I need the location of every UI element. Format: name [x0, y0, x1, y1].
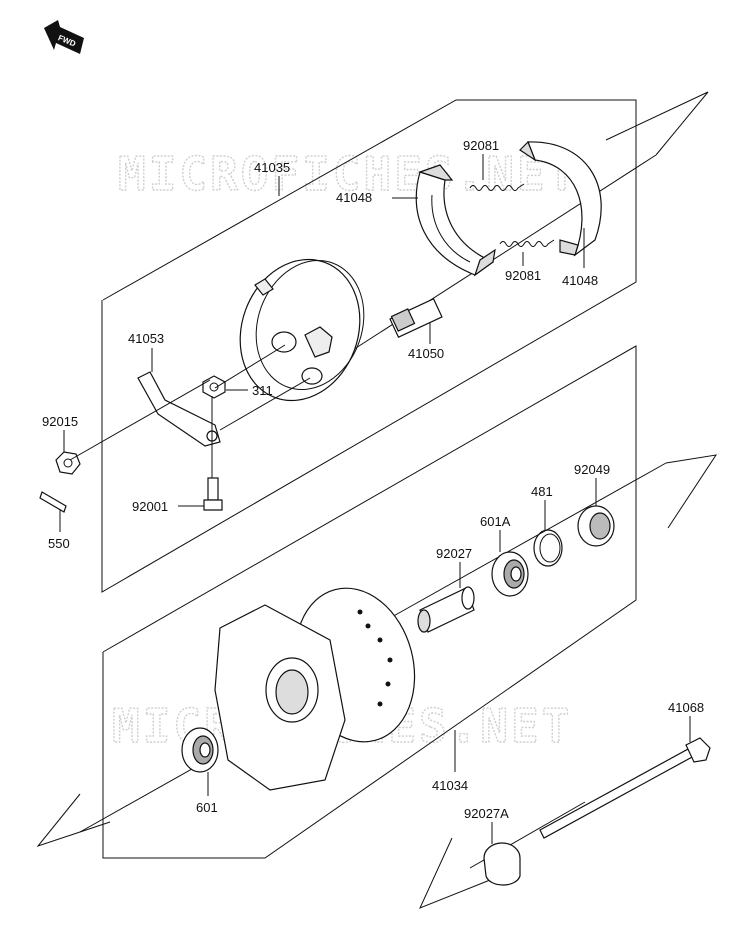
label-92027A: 92027A	[464, 806, 509, 821]
leader-nut-panel	[214, 344, 286, 389]
seal-92049	[577, 505, 615, 547]
label-601: 601	[196, 800, 218, 815]
collar-92027	[417, 586, 475, 633]
bolt-92001	[203, 477, 223, 511]
label-92027: 92027	[436, 546, 472, 561]
spring-top	[469, 183, 525, 191]
fwd-arrow-icon: FWD	[44, 20, 84, 54]
bearing-601	[181, 727, 219, 773]
label-311: 311	[252, 383, 273, 398]
bearing-601A	[491, 551, 529, 597]
nut-311	[202, 375, 226, 399]
label-41048-left: 41048	[336, 190, 372, 205]
label-92081-bottom: 92081	[505, 268, 541, 283]
brake-shoe-right	[519, 140, 602, 257]
brake-panel	[239, 258, 365, 402]
label-41050: 41050	[408, 346, 444, 361]
label-601A: 601A	[480, 514, 511, 529]
nut-92015	[55, 451, 81, 475]
label-92015: 92015	[42, 414, 78, 429]
label-41034: 41034	[432, 778, 468, 793]
axle-41068	[539, 737, 711, 839]
label-41048-right: 41048	[562, 273, 598, 288]
cotter-pin	[39, 491, 67, 513]
label-41053: 41053	[128, 331, 164, 346]
leader-axis-lever	[69, 379, 211, 461]
label-92081-top: 92081	[463, 138, 499, 153]
label-550: 550	[48, 536, 70, 551]
hub-assembly-frame	[102, 345, 637, 859]
brake-shoe-left	[415, 164, 496, 277]
collar-92027A	[483, 842, 521, 886]
label-41035: 41035	[254, 160, 290, 175]
spring-bottom	[499, 239, 555, 247]
circlip-481	[533, 529, 563, 567]
hub-axis-arrow-left	[36, 755, 216, 848]
wheel-hub	[214, 587, 416, 791]
watermark-top: MICROFICHES.NET	[118, 147, 578, 201]
leader-lever-panel	[219, 377, 311, 431]
label-481: 481	[531, 484, 553, 499]
brake-cam	[389, 297, 443, 339]
hub-axis-arrow-right	[389, 454, 718, 619]
label-92049: 92049	[574, 462, 610, 477]
label-92001: 92001	[132, 499, 168, 514]
brake-assembly-frame	[101, 99, 637, 593]
label-41068: 41068	[668, 700, 704, 715]
